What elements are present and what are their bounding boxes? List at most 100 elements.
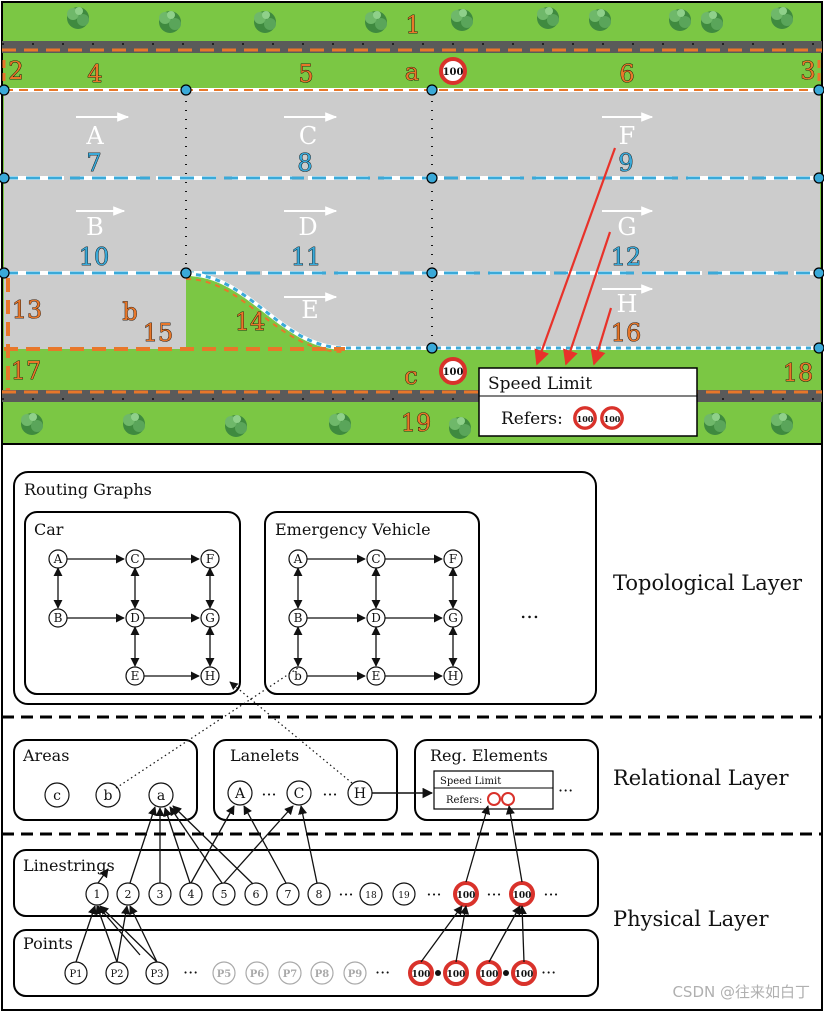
area-node: c [53, 788, 61, 804]
svg-text:100: 100 [480, 970, 499, 980]
linestring-label: 19 [401, 409, 432, 437]
speed-sign-icon: 100 [408, 960, 434, 986]
reg-speed-limit-title: Speed Limit [440, 776, 501, 787]
linestring-node: 3 [157, 888, 164, 901]
routing-graphs-title: Routing Graphs [24, 480, 152, 499]
car-node: A [53, 552, 63, 566]
topological-layer-label: Topological Layer [613, 571, 803, 595]
speed-sign-icon [501, 792, 515, 806]
road-surface [4, 90, 820, 274]
relational-layer: Areas c b a Lanelets A C H ··· ··· Reg. … [13, 667, 599, 821]
point-node: P1 [69, 969, 82, 980]
area-node: a [157, 788, 165, 804]
speed-sign-icon: 100 [509, 881, 535, 907]
speed-sign-icon: 100 [443, 960, 469, 986]
diagram-frame [1, 443, 823, 1011]
linestring-label: 2 [8, 57, 23, 85]
points-title: Points [23, 934, 73, 953]
dots: ··· [338, 885, 353, 904]
linestring-label: 14 [235, 308, 266, 336]
speed-sign-icon: 100 [476, 960, 502, 986]
linestring-node: 4 [188, 888, 195, 901]
speed-sign-icon: 100 [453, 881, 479, 907]
lanelet-label: G [617, 213, 636, 241]
svg-text:100: 100 [443, 367, 464, 378]
ev-node: b [294, 669, 302, 683]
linestring-label: 10 [79, 243, 110, 271]
lanelets-title: Lanelets [230, 746, 299, 765]
car-graph-title: Car [34, 520, 64, 539]
dots: ··· [322, 785, 337, 804]
svg-text:100: 100 [577, 414, 594, 424]
dots: ··· [486, 885, 501, 904]
lanelet-label: H [617, 290, 638, 318]
svg-text:100: 100 [447, 970, 466, 980]
dots: ··· [541, 963, 556, 982]
dots: ··· [183, 963, 198, 982]
linestring-label: 6 [619, 60, 634, 88]
car-node: G [205, 611, 215, 625]
linestring-node: 18 [365, 891, 377, 901]
linestring-label: 13 [12, 296, 43, 324]
speed-sign-icon: 100 [439, 57, 467, 85]
areas-title: Areas [22, 746, 69, 765]
ev-node: B [294, 611, 303, 625]
linestring-label: 17 [11, 357, 42, 385]
dots: ··· [375, 963, 390, 982]
svg-text:Speed Limit: Speed Limit [488, 374, 592, 394]
ellipsis: ... [520, 599, 539, 623]
svg-text:Refers:: Refers: [501, 409, 563, 429]
linestring-node: 1 [94, 888, 101, 901]
linestring-label: 15 [143, 319, 174, 347]
svg-text:100: 100 [604, 414, 621, 424]
reg-refers-label: Refers: [446, 795, 482, 806]
lanelet-label: C [299, 122, 317, 150]
dots: ··· [261, 785, 276, 804]
ev-node: E [372, 669, 381, 683]
lanelet-node: A [234, 786, 246, 802]
lanelet-label: E [301, 296, 319, 324]
speed-sign-icon: 100 [439, 357, 467, 385]
ev-node: D [371, 611, 381, 625]
ev-node: H [448, 669, 458, 683]
linestrings-title: Linestrings [23, 856, 115, 875]
linestring-label: 1 [405, 11, 420, 39]
faded-point-node: P6 [250, 969, 265, 980]
svg-text:100: 100 [513, 891, 532, 901]
point-node: P2 [110, 969, 123, 980]
area-label: c [404, 362, 417, 390]
svg-text:100: 100 [412, 970, 431, 980]
car-node: H [205, 669, 215, 683]
linestring-node: 6 [253, 888, 260, 901]
area-node: b [104, 788, 113, 804]
speed-sign-icon [487, 792, 501, 806]
linestring-node: 19 [398, 891, 410, 901]
watermark: CSDN @往来如白丁 [672, 983, 810, 1001]
linestring-node: 2 [125, 888, 132, 901]
linestring-label: 9 [618, 149, 633, 177]
linestring-label: 3 [800, 57, 815, 85]
road-map: 100 100 Speed Limit Refers: 100 100 [0, 1, 824, 445]
reg-elements-title: Reg. Elements [430, 746, 548, 765]
linestring-label: 11 [291, 243, 322, 271]
speed-sign-icon: 100 [511, 960, 537, 986]
relational-layer-label: Relational Layer [613, 766, 789, 790]
linestring-label: 5 [298, 60, 313, 88]
linestring-node: 7 [285, 888, 292, 901]
lanelet-node: C [294, 786, 305, 802]
lanelet-label: B [86, 213, 104, 241]
svg-text:100: 100 [457, 891, 476, 901]
area-label: b [122, 298, 137, 326]
car-node: E [131, 669, 140, 683]
ev-node: A [293, 552, 303, 566]
lanelet-label: D [298, 213, 317, 241]
linestring-label: 16 [611, 319, 642, 347]
faded-point-node: P8 [315, 969, 330, 980]
faded-point-node: P9 [348, 969, 363, 980]
svg-text:100: 100 [515, 970, 534, 980]
car-node: F [206, 552, 214, 566]
linestring-label: 4 [87, 60, 102, 88]
linestring-label: 8 [297, 149, 312, 177]
ev-node: C [371, 552, 380, 566]
